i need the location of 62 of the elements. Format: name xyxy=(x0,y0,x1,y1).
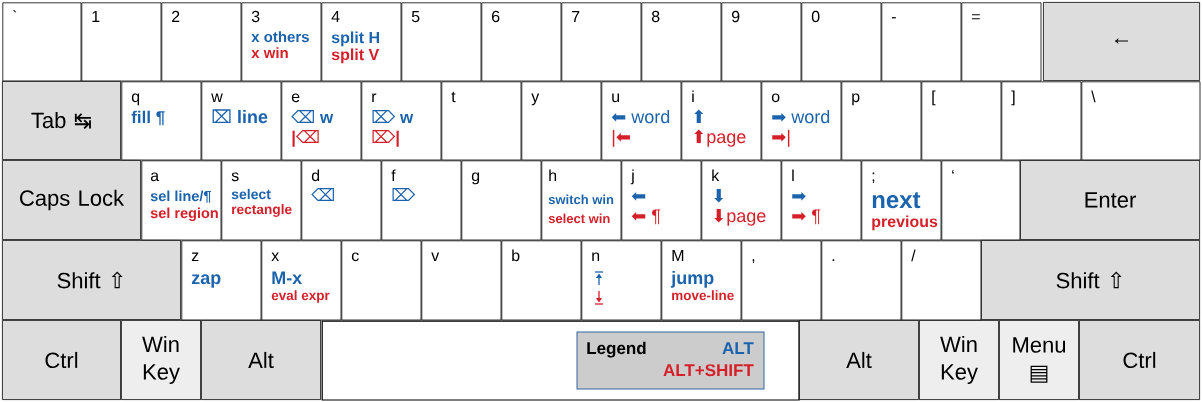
key: Win Key xyxy=(919,320,999,400)
key: j ⬅ ⬅ ¶ xyxy=(621,160,702,241)
key: Win Key xyxy=(121,320,201,400)
legend-entry: ALT xyxy=(722,342,754,354)
key: Ctrl xyxy=(1079,320,1200,400)
key: o ➡ word ➡| xyxy=(761,81,842,161)
key: l ➡ ➡ ¶ xyxy=(781,160,862,241)
key: . xyxy=(821,240,902,321)
key: Alt xyxy=(799,320,919,400)
key: [ xyxy=(921,81,1002,161)
key: 0 xyxy=(801,2,882,82)
key: ← xyxy=(1043,2,1200,81)
key: 6 xyxy=(481,2,562,82)
key: f ⌦ xyxy=(381,160,462,241)
key: Enter xyxy=(1020,160,1200,240)
key: 9 xyxy=(721,2,802,82)
key: w ⌧ line xyxy=(201,81,282,161)
key: i ⬆ ⬆page xyxy=(681,81,762,161)
key: v xyxy=(421,240,502,321)
key: h switch win select win xyxy=(541,160,622,241)
key: z zap xyxy=(181,240,262,321)
key: y xyxy=(521,81,602,161)
key: 1 xyxy=(81,2,162,82)
key: p xyxy=(841,81,922,161)
key: k ⬇ ⬇page xyxy=(701,160,782,241)
key: Alt xyxy=(201,320,321,400)
key: , xyxy=(741,240,822,321)
legend-entry: ALT+SHIFT xyxy=(663,364,754,377)
key: ; next previous xyxy=(861,160,942,241)
key: q fill ¶ xyxy=(121,81,202,161)
key: 5 xyxy=(401,2,482,82)
key: M jump move-line xyxy=(661,240,742,321)
key: n xyxy=(581,240,662,321)
key: ` xyxy=(2,2,82,82)
key: 2 xyxy=(161,2,242,82)
key: Ctrl xyxy=(2,320,121,400)
key: r ⌦ w ⌦| xyxy=(361,81,442,161)
key: c xyxy=(341,240,422,321)
key: = xyxy=(961,2,1042,82)
key: Shift ⇧ xyxy=(2,240,181,320)
key: Menu ▤ xyxy=(999,320,1079,400)
key: b xyxy=(501,240,582,321)
key: 7 xyxy=(561,2,642,82)
key: a sel line/¶ sel region xyxy=(141,160,222,241)
key: Tab ↹ xyxy=(2,81,121,160)
key: t xyxy=(441,81,522,161)
key: e ⌫ w |⌫ xyxy=(281,81,362,161)
key: \ xyxy=(1081,81,1201,161)
key: d ⌫ xyxy=(301,160,382,241)
key: x M-x eval expr xyxy=(261,240,342,321)
key: ‘ xyxy=(941,160,1021,241)
key: u ⬅ word |⬅ xyxy=(601,81,682,161)
key: ] xyxy=(1001,81,1082,161)
key: - xyxy=(881,2,962,82)
key: Caps Lock xyxy=(2,160,141,240)
key: 8 xyxy=(641,2,722,82)
key: Shift ⇧ xyxy=(981,240,1200,320)
key: g xyxy=(461,160,542,241)
key: / xyxy=(901,240,982,321)
key: s select rectangle xyxy=(221,160,302,241)
key: 4 split H split V xyxy=(321,2,402,82)
key: 3 x others x win xyxy=(241,2,322,82)
